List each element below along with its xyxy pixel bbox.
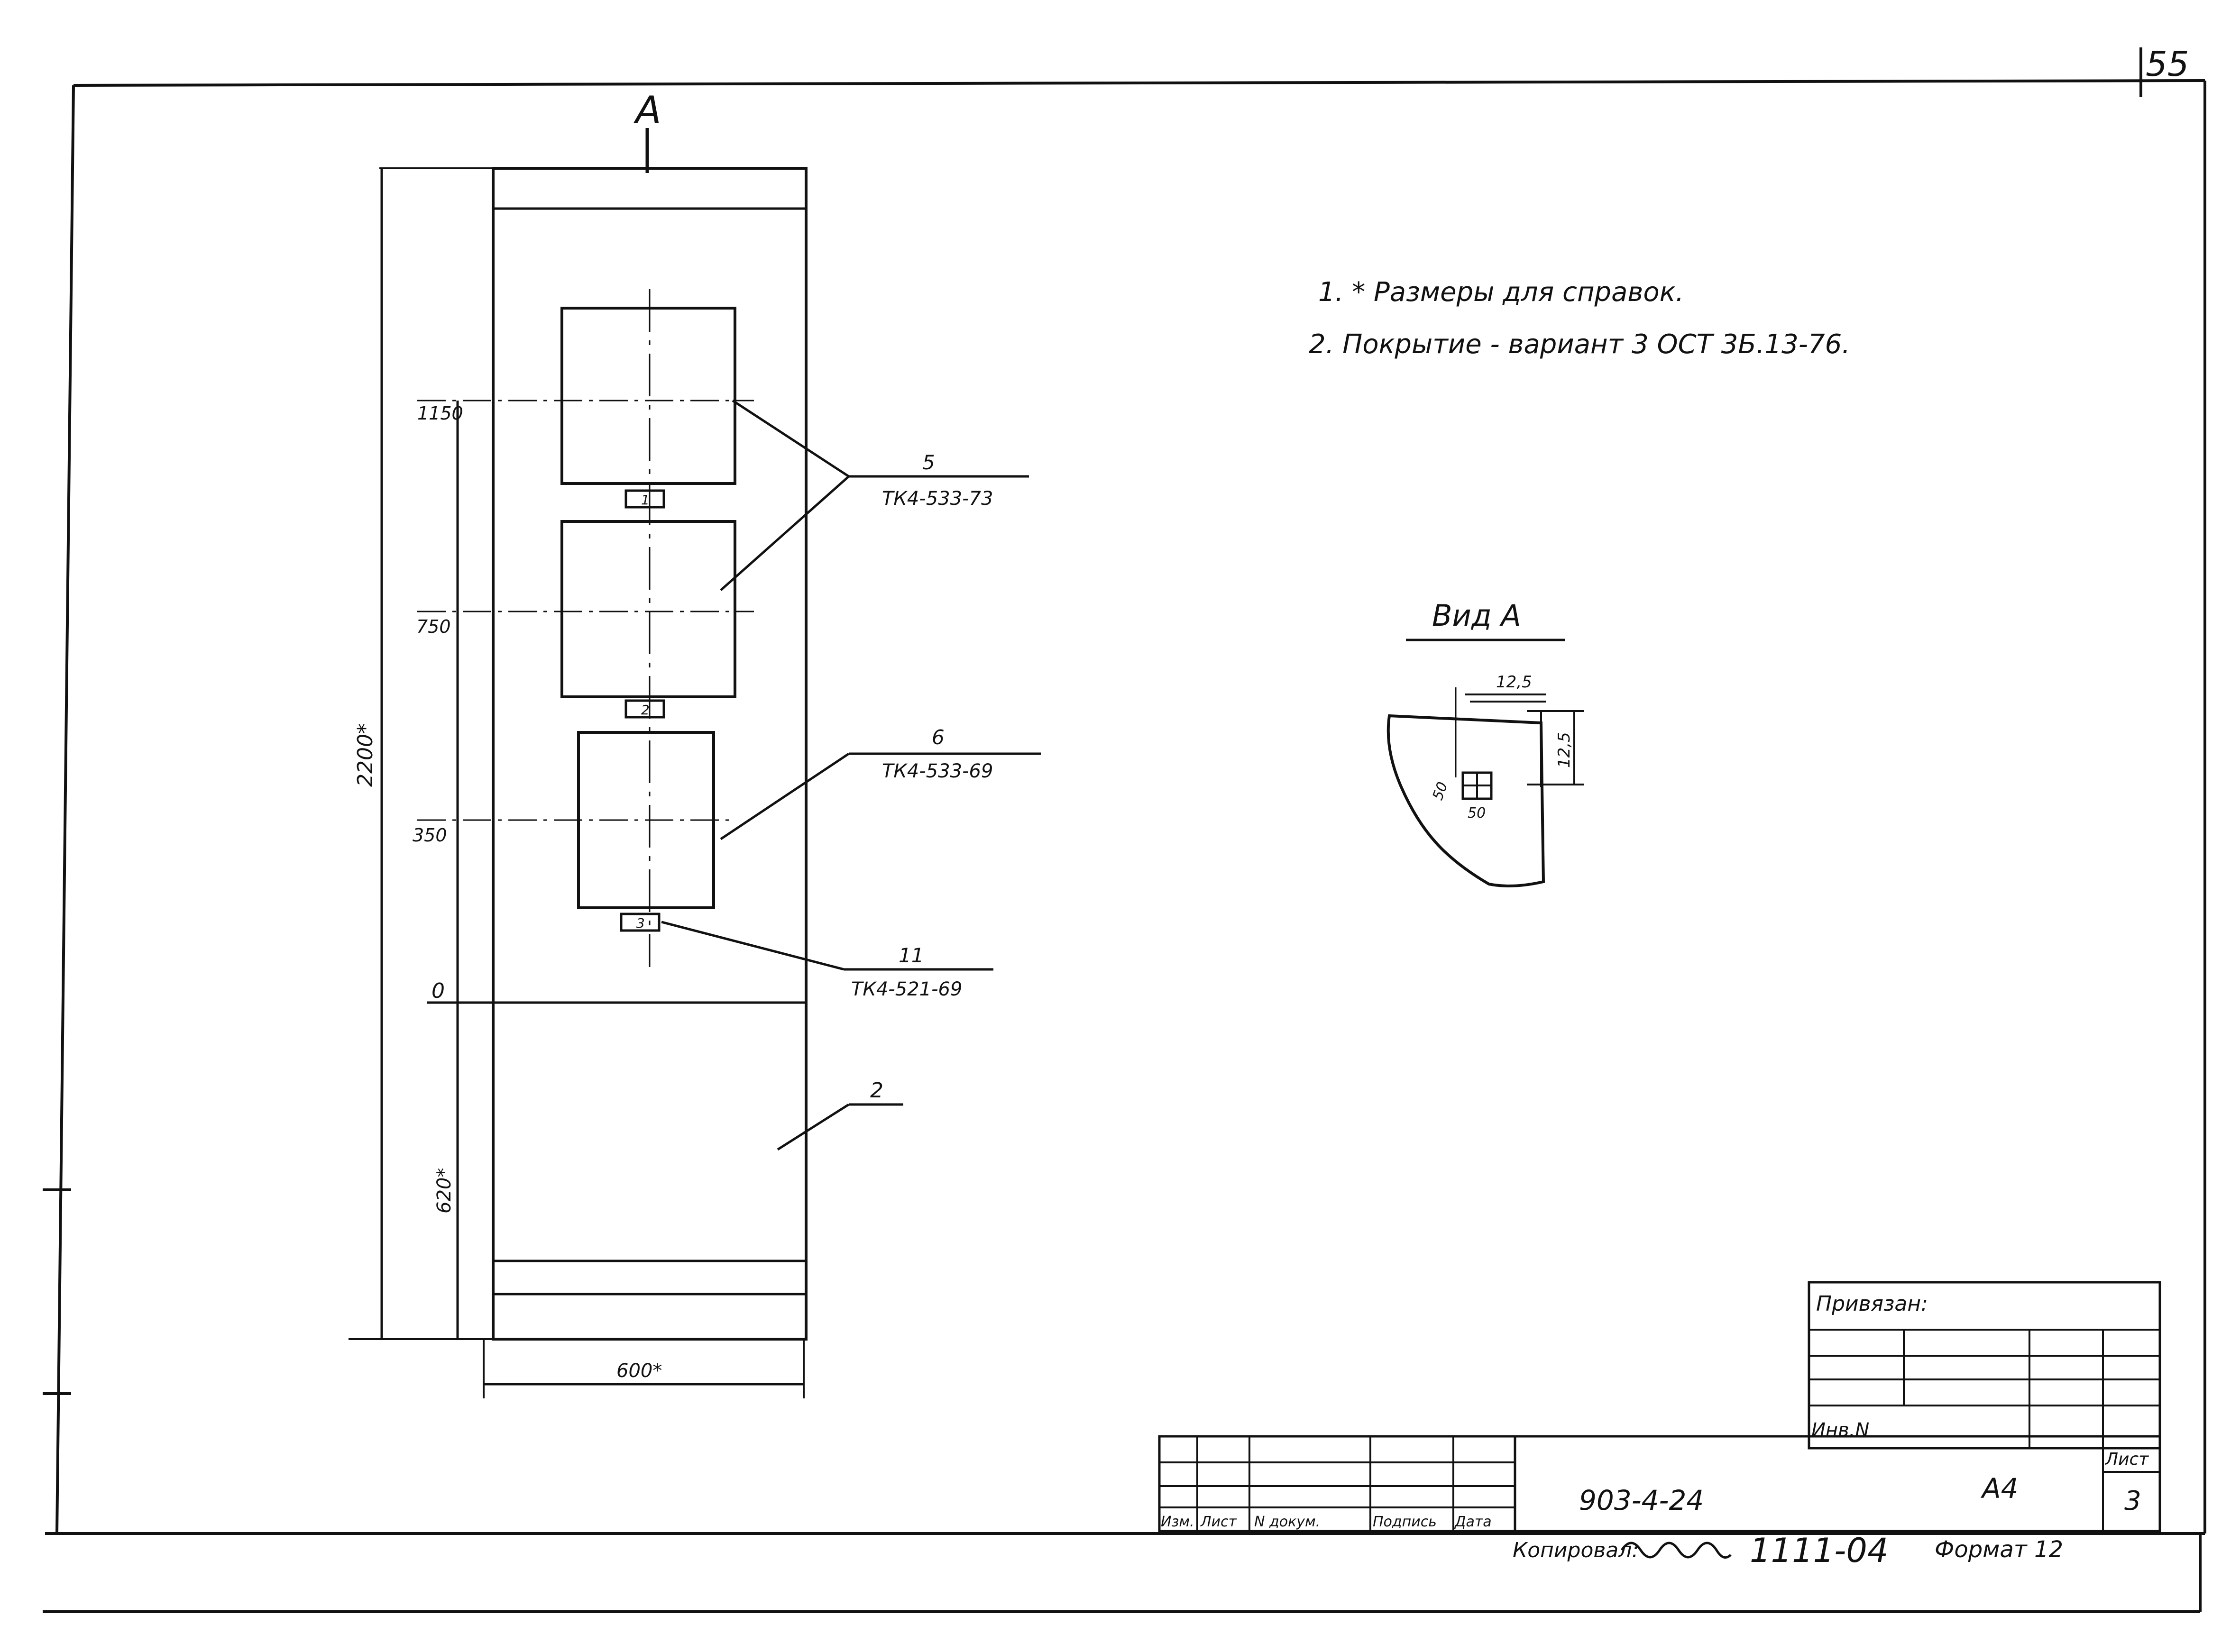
binding-table: Привязан: Инв.N — [1808, 1281, 2161, 1450]
label-plate-3-text: 3 — [636, 915, 645, 931]
callout-6-number: 6 — [932, 726, 945, 749]
callout-2-number: 2 — [870, 1078, 883, 1103]
view-a-dim-h: 12,5 — [1496, 673, 1532, 692]
view-a-detail: Вид А 12,5 12,5 50 50 — [1386, 598, 1584, 887]
dim-overall-height: 2200* — [353, 723, 377, 787]
format-code: А4 — [1980, 1472, 2019, 1505]
callout-item-6: 6 ТК4-533-69 — [720, 726, 1041, 840]
view-a-dim-small-h: 50 — [1468, 805, 1486, 821]
col-doc-no: N докум. — [1254, 1514, 1320, 1530]
dim-width: 600* — [616, 1360, 662, 1382]
callout-6-ref: ТК4-533-69 — [882, 760, 993, 782]
sheet-number: 3 — [2124, 1486, 2141, 1516]
label-plate-1 — [624, 489, 665, 509]
callout-5-number: 5 — [922, 451, 935, 474]
dim-level-350: 350 — [413, 825, 447, 846]
sheet-label: Лист — [2104, 1450, 2149, 1469]
device-upper — [560, 307, 736, 485]
view-a-marker: А — [633, 88, 661, 173]
copied-by-line: Копировал: 1111-04 Формат 12 — [1513, 1531, 2063, 1570]
notes: 1. * Размеры для справок. 2. Покрытие - … — [1309, 277, 1850, 360]
dim-level-750: 750 — [416, 616, 451, 637]
view-a-title: Вид А — [1432, 598, 1521, 633]
copy-number: 1111-04 — [1750, 1531, 1888, 1570]
callout-item-5: 5 ТК4-533-73 — [720, 399, 1029, 591]
view-a-dim-small-v: 50 — [1430, 780, 1451, 803]
note-1: 1. * Размеры для справок. — [1318, 277, 1684, 308]
callout-11-ref: ТК4-521-69 — [851, 978, 962, 1000]
page-number: 55 — [2139, 44, 2189, 97]
cabinet-front-view: 1 2 3 — [417, 167, 808, 1341]
binding-label: Привязан: — [1816, 1292, 1928, 1316]
view-a-marker-label: А — [633, 88, 661, 132]
dim-level-1150: 1150 — [417, 403, 463, 424]
title-block: Изм. Лист N докум. Подпись Дата 903-4-24… — [1158, 1435, 2161, 1533]
label-plate-1-text: 1 — [641, 492, 650, 508]
label-plate-3 — [620, 913, 661, 932]
dim-level-0: 0 — [431, 979, 445, 1003]
view-a-dim-v: 12,5 — [1555, 732, 1574, 768]
callout-11-number: 11 — [899, 944, 924, 967]
device-middle — [560, 520, 736, 698]
cabinet-dimensions: 2200* 1150 750 350 0 620* 600* — [349, 167, 805, 1398]
label-plate-2 — [624, 699, 665, 719]
copied-by-label: Копировал: — [1513, 1538, 1639, 1562]
col-signature: Подпись — [1373, 1514, 1437, 1530]
col-list: Лист — [1200, 1514, 1238, 1530]
format-label: Формат 12 — [1935, 1536, 2063, 1563]
callout-5-ref: ТК4-533-73 — [882, 488, 993, 510]
copier-signature — [1620, 1542, 1732, 1559]
note-2: 2. Покрытие - вариант 3 ОСТ 3Б.13-76. — [1309, 329, 1850, 360]
page-number-text: 55 — [2146, 44, 2189, 84]
designation: 903-4-24 — [1579, 1484, 1704, 1516]
col-izm: Изм. — [1161, 1514, 1194, 1530]
callout-item-11: 11 ТК4-521-69 — [661, 921, 993, 1000]
callout-item-2: 2 — [777, 1078, 903, 1151]
view-a-fragment — [1386, 714, 1545, 887]
col-date: Дата — [1454, 1514, 1492, 1530]
dim-lower-height: 620* — [433, 1168, 455, 1214]
inv-no-label: Инв.N — [1811, 1419, 1869, 1441]
label-plate-2-text: 2 — [641, 702, 650, 718]
sheet-frame — [43, 79, 2206, 1613]
